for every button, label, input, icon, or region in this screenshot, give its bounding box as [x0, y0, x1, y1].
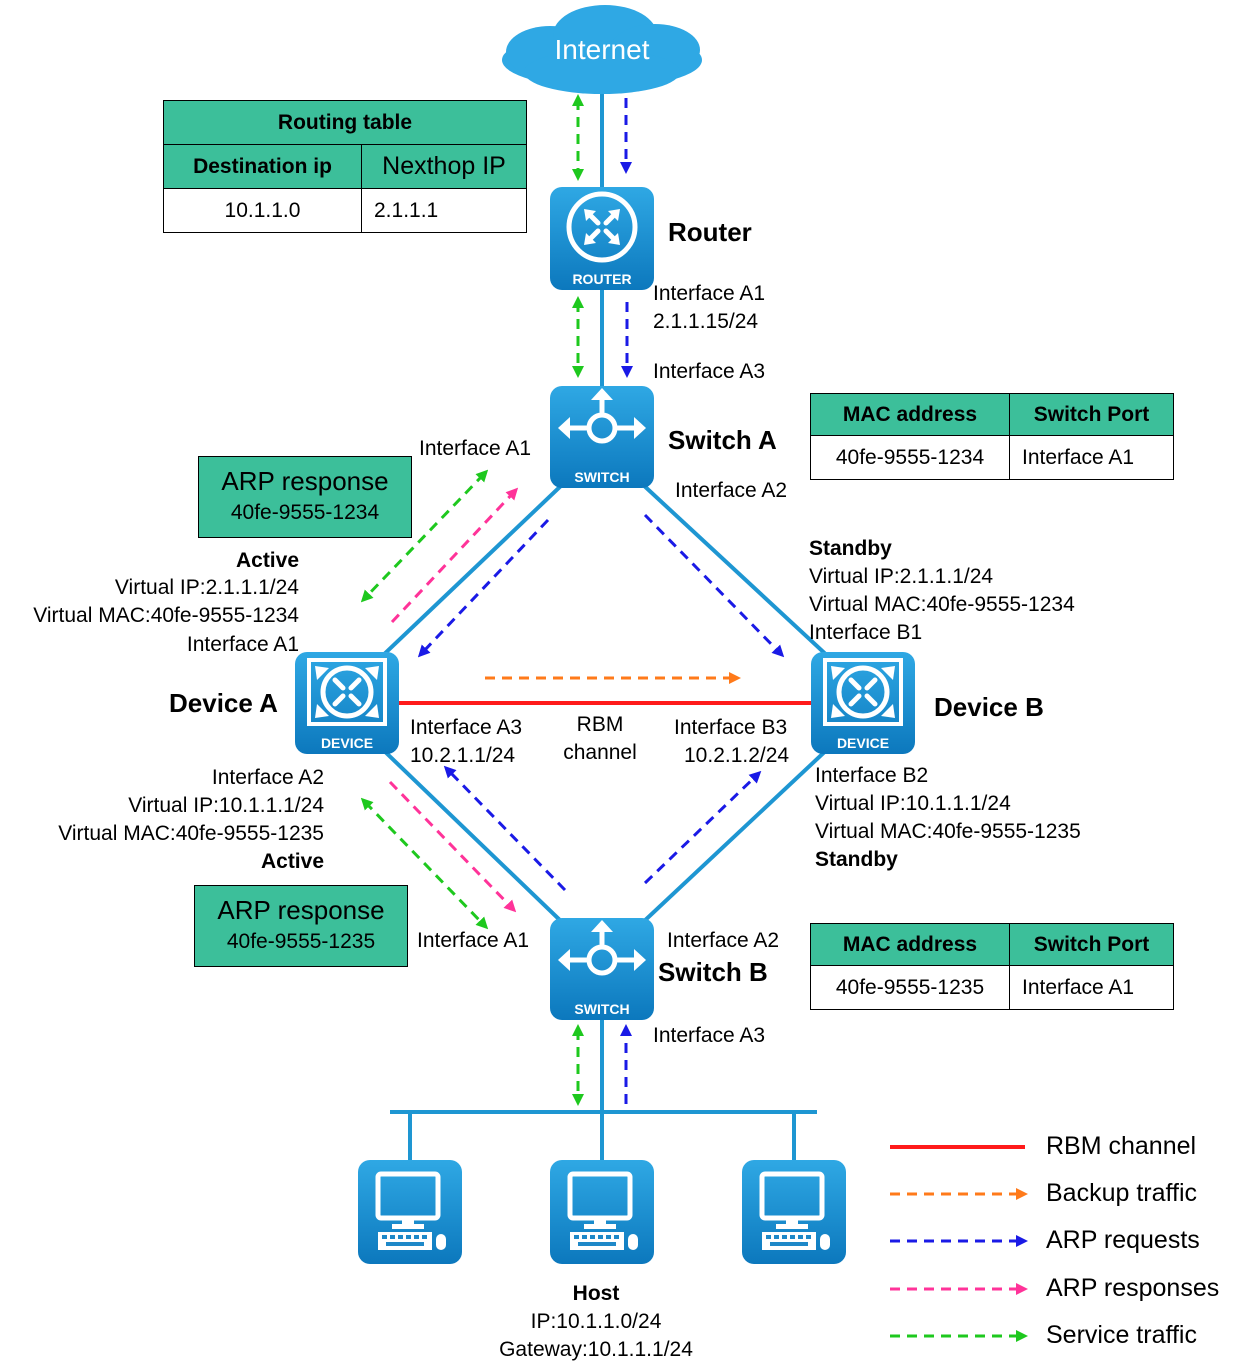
arp-response-title: ARP response [217, 895, 385, 925]
device-a-icon-label: DEVICE [320, 735, 374, 751]
mac-table-cell-mac: 40fe-9555-1235 [810, 965, 1010, 1010]
link-device-b-switch-b [638, 743, 834, 927]
device-b-name: Device B [934, 692, 1044, 722]
device-a-symbol-icon [307, 658, 387, 726]
device-b-bottom-state: Standby [815, 848, 898, 871]
pc-icon [759, 1171, 830, 1250]
switch-b-mac-table: MAC address Switch Port 40fe-9555-1235 I… [810, 923, 1174, 1010]
router-symbol-icon [566, 191, 638, 263]
rbm-channel-label-line2: channel [563, 741, 637, 764]
mac-table-header-mac: MAC address [810, 923, 1010, 966]
arp-response-title: ARP response [221, 466, 389, 496]
device-b-symbol-icon [823, 658, 903, 726]
host-name: Host [572, 1282, 620, 1305]
switch-a-name: Switch A [668, 425, 777, 455]
switch-b-name: Switch B [658, 957, 768, 987]
device-b-bottom-vmac: Virtual MAC:40fe-9555-1235 [815, 820, 1081, 843]
service-arrow-switch-a-device-a [360, 469, 489, 603]
legend-arp-response-label: ARP responses [1046, 1274, 1220, 1302]
mac-table-header-mac: MAC address [810, 393, 1010, 436]
arp-response-arrow-device-a-switch-b [388, 780, 517, 913]
rbm-channel-label-line1: RBM [576, 713, 624, 736]
device-b-bottom-vip: Virtual IP:10.1.1.1/24 [815, 792, 1011, 815]
switch-b-interface-a2: Interface A2 [667, 929, 780, 952]
device-b-icon[interactable]: DEVICE [811, 652, 915, 754]
legend-backup-label: Backup traffic [1046, 1179, 1198, 1207]
device-a-top-vip: Virtual IP:2.1.1.1/24 [114, 576, 299, 599]
switch-b-interface-a3: Interface A3 [653, 1024, 766, 1047]
mac-table-header-port: Switch Port [1009, 923, 1174, 966]
device-b-rbm-ip: 10.2.1.2/24 [684, 744, 790, 767]
routing-table: Routing table Destination ip Nexthop IP … [163, 100, 527, 233]
device-a-rbm-interface: Interface A3 [410, 716, 523, 739]
device-a-bottom-interface: Interface A2 [211, 766, 324, 789]
device-a-bottom-state: Active [260, 850, 324, 873]
mac-table-cell-port: Interface A1 [1009, 965, 1174, 1010]
device-b-rbm-interface: Interface B3 [674, 716, 788, 739]
mac-table-header-port: Switch Port [1009, 393, 1174, 436]
routing-table-cell-destination: 10.1.1.0 [163, 188, 362, 233]
device-a-name: Device A [169, 688, 278, 718]
arp-response-box-top: ARP response 40fe-9555-1234 [198, 456, 412, 538]
device-a-icon[interactable]: DEVICE [295, 652, 399, 754]
device-b-top-vmac: Virtual MAC:40fe-9555-1234 [809, 593, 1075, 616]
device-b-icon-label: DEVICE [836, 735, 890, 751]
arp-response-box-bottom: ARP response 40fe-9555-1235 [194, 885, 408, 967]
arp-request-arrow-switch-a-device-b [643, 513, 785, 658]
routing-table-header-destination: Destination ip [163, 144, 362, 189]
pc-icon [567, 1171, 638, 1250]
arp-request-arrow-switch-a-device-a [417, 518, 550, 658]
switch-a-mac-table: MAC address Switch Port 40fe-9555-1234 I… [810, 393, 1174, 480]
device-a-bottom-vip: Virtual IP:10.1.1.1/24 [128, 794, 324, 817]
switch-b-icon[interactable]: SWITCH [550, 918, 654, 1020]
device-a-top-interface: Interface A1 [186, 633, 299, 656]
device-b-top-state: Standby [809, 537, 892, 560]
switch-a-symbol-icon [558, 388, 646, 444]
legend-service-label: Service traffic [1046, 1321, 1197, 1349]
routing-table-title: Routing table [163, 100, 527, 145]
device-b-top-interface: Interface B1 [809, 621, 923, 644]
mac-table-cell-port: Interface A1 [1009, 435, 1174, 480]
service-arrow-device-a-switch-b [360, 797, 489, 930]
device-a-rbm-ip: 10.2.1.1/24 [410, 744, 516, 767]
host-pc-3-icon[interactable] [742, 1160, 846, 1264]
cloud-icon [502, 5, 702, 94]
router-interface-a1-ip: 2.1.1.15/24 [653, 310, 759, 333]
host-ip: IP:10.1.1.0/24 [530, 1310, 662, 1333]
device-b-bottom-interface: Interface B2 [815, 764, 929, 787]
arp-request-arrow-switch-b-device-b [643, 770, 762, 885]
switch-a-interface-a1: Interface A1 [419, 437, 532, 460]
routing-table-header-nexthop: Nexthop IP [361, 144, 527, 189]
router-name: Router [668, 217, 752, 247]
arp-response-mac: 40fe-9555-1235 [226, 930, 376, 953]
switch-a-icon-label: SWITCH [574, 469, 630, 485]
router-interface-a1: Interface A1 [653, 282, 766, 305]
host-pc-1-icon[interactable] [358, 1160, 462, 1264]
legend-arp-request-label: ARP requests [1046, 1226, 1200, 1254]
arp-request-arrow-switch-b-device-a [443, 765, 567, 892]
switch-b-symbol-icon [558, 920, 646, 976]
mac-table-cell-mac: 40fe-9555-1234 [810, 435, 1010, 480]
link-switch-a-device-b [638, 480, 834, 662]
host-pc-2-icon[interactable] [550, 1160, 654, 1264]
device-a-top-vmac: Virtual MAC:40fe-9555-1234 [33, 604, 299, 627]
routing-table-cell-nexthop: 2.1.1.1 [361, 188, 527, 233]
arp-response-arrow-device-a-switch-a [390, 487, 519, 624]
device-a-bottom-vmac: Virtual MAC:40fe-9555-1235 [58, 822, 324, 845]
internet-label: Internet [554, 34, 650, 65]
switch-a-interface-a3: Interface A3 [653, 360, 766, 383]
legend-rbm-label: RBM channel [1046, 1132, 1197, 1160]
host-gateway: Gateway:10.1.1.1/24 [499, 1338, 693, 1361]
router-icon-label: ROUTER [572, 271, 632, 287]
switch-b-icon-label: SWITCH [574, 1001, 630, 1017]
arp-response-mac: 40fe-9555-1234 [230, 501, 380, 524]
device-a-top-state: Active [235, 549, 299, 572]
router-icon[interactable]: ROUTER [550, 187, 654, 290]
switch-a-icon[interactable]: SWITCH [550, 386, 654, 488]
switch-a-interface-a2: Interface A2 [675, 479, 788, 502]
device-b-top-vip: Virtual IP:2.1.1.1/24 [809, 565, 994, 588]
pc-icon [375, 1171, 446, 1250]
switch-b-interface-a1: Interface A1 [417, 929, 530, 952]
